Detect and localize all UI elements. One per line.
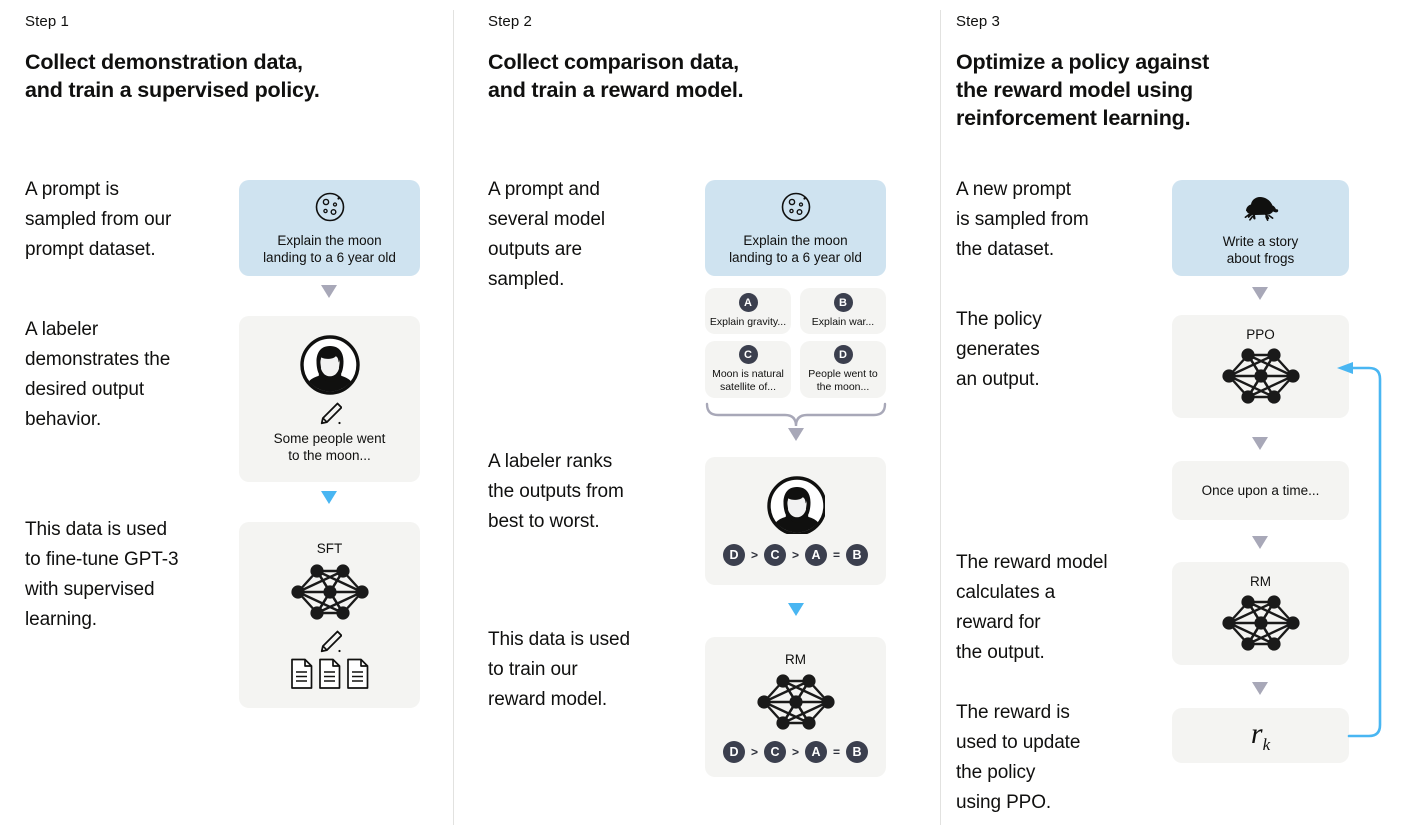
step-3-label: Step 3 bbox=[956, 13, 1000, 30]
arrow-prompt-to-ppo bbox=[1252, 287, 1268, 300]
moon-icon bbox=[315, 192, 344, 221]
option-text-c: Moon is natural satellite of... bbox=[712, 368, 784, 393]
step-2-column: Step 2 Collect comparison data, and trai… bbox=[453, 0, 940, 834]
step-3-text-3: The reward model calculates a reward for… bbox=[956, 552, 1108, 663]
arrow-output-to-rm bbox=[1252, 536, 1268, 549]
option-box-c[interactable]: C Moon is natural satellite of... bbox=[705, 341, 791, 398]
reward-feedback-loop bbox=[1337, 362, 1382, 738]
step-1-text-1: A prompt is sampled from our prompt data… bbox=[25, 179, 172, 260]
step-2-prompt-caption: Explain the moon landing to a 6 year old bbox=[729, 232, 862, 265]
labeler-avatar-icon bbox=[300, 335, 360, 395]
step-2-ranking-box[interactable]: D > C > A = B bbox=[705, 457, 886, 585]
sft-label: SFT bbox=[316, 540, 343, 556]
arrow-rm-to-reward bbox=[1252, 682, 1268, 695]
arrow-labeler-to-sft bbox=[321, 491, 337, 504]
column-divider-2 bbox=[940, 10, 941, 825]
step-2-prompt-box[interactable]: Explain the moon landing to a 6 year old bbox=[705, 180, 886, 276]
step-2-title: Collect comparison data, and train a rew… bbox=[488, 50, 744, 102]
arrow-ranking-to-rm bbox=[788, 603, 804, 616]
step-1-model-box[interactable]: SFT bbox=[239, 522, 420, 708]
step-3-prompt-box[interactable]: Write a story about frogs bbox=[1172, 180, 1349, 276]
step-3-text-4: The reward is used to update the policy … bbox=[956, 702, 1081, 813]
arrow-prompt-to-labeler bbox=[321, 285, 337, 298]
labeler-avatar-icon bbox=[767, 476, 825, 534]
documents-icon bbox=[290, 658, 370, 690]
step-3-prompt-caption: Write a story about frogs bbox=[1222, 234, 1299, 266]
arrow-options-to-ranking bbox=[788, 428, 804, 441]
rank-op-3: = bbox=[833, 744, 841, 759]
rank-badge-4: B bbox=[846, 544, 869, 566]
option-badge-a: A bbox=[738, 293, 758, 312]
step-1-text-3: This data is used to fine-tune GPT-3 wit… bbox=[25, 519, 179, 630]
step-3-text-1: A new prompt is sampled from the dataset… bbox=[956, 179, 1089, 260]
rank-op-2: > bbox=[791, 548, 799, 562]
step-3-reward-model-box[interactable]: RM bbox=[1172, 562, 1349, 665]
step-1-labeler-box[interactable]: Some people went to the moon... bbox=[239, 316, 420, 482]
rank-badge-3: A bbox=[805, 544, 827, 566]
step-3-text-2: The policy generates an output. bbox=[956, 309, 1042, 390]
option-text-b: Explain war... bbox=[811, 316, 875, 328]
ranking-row: D > C > A = B bbox=[722, 544, 869, 566]
rm-label: RM bbox=[785, 651, 806, 667]
neural-network-icon bbox=[289, 562, 370, 621]
rank-badge-1: D bbox=[722, 740, 745, 763]
pencil-icon bbox=[320, 402, 342, 425]
step-2-text-3: This data is used to train our reward mo… bbox=[488, 629, 630, 710]
step-3-output-caption: Once upon a time... bbox=[1201, 483, 1320, 498]
rank-op-2: > bbox=[791, 744, 799, 759]
neural-network-icon bbox=[755, 672, 836, 731]
rank-badge-1: D bbox=[722, 544, 745, 566]
rm-label: RM bbox=[1250, 573, 1271, 589]
option-box-d[interactable]: D People went to the moon... bbox=[800, 341, 886, 398]
reward-symbol-letter: r bbox=[1250, 716, 1263, 750]
rank-badge-2: C bbox=[763, 740, 786, 763]
reward-symbol-subscript: k bbox=[1262, 734, 1271, 754]
rank-op-1: > bbox=[750, 744, 758, 759]
rank-badge-3: A bbox=[805, 740, 827, 763]
rank-badge-2: C bbox=[763, 544, 786, 566]
step-2-text-1: A prompt and several model outputs are s… bbox=[488, 179, 605, 290]
step-1-text-2: A labeler demonstrates the desired outpu… bbox=[25, 319, 171, 430]
step-3-output-box[interactable]: Once upon a time... bbox=[1172, 461, 1349, 520]
step-3-title: Optimize a policy against the reward mod… bbox=[956, 50, 1210, 130]
step-2-label: Step 2 bbox=[488, 13, 532, 30]
ranking-row: D > C > A = B bbox=[722, 740, 869, 763]
rank-op-3: = bbox=[833, 548, 841, 562]
step-1-column: Step 1 Collect demonstration data, and t… bbox=[0, 0, 453, 834]
step-3-column: Step 3 Optimize a policy against the rew… bbox=[940, 0, 1406, 834]
step-2-text-2: A labeler ranks the outputs from best to… bbox=[488, 451, 624, 532]
pencil-icon bbox=[320, 630, 342, 653]
option-box-a[interactable]: A Explain gravity... bbox=[705, 288, 791, 334]
step-1-labeler-caption: Some people went to the moon... bbox=[273, 430, 386, 463]
rank-badge-4: B bbox=[846, 740, 869, 763]
step-1-prompt-caption: Explain the moon landing to a 6 year old bbox=[263, 232, 396, 265]
rank-op-1: > bbox=[750, 548, 758, 562]
step-2-reward-model-box[interactable]: RM D > C > A = B bbox=[705, 637, 886, 777]
option-box-b[interactable]: B Explain war... bbox=[800, 288, 886, 334]
option-text-a: Explain gravity... bbox=[709, 316, 787, 328]
reward-symbol: rk bbox=[1251, 717, 1270, 755]
step-1-label: Step 1 bbox=[25, 13, 69, 30]
step-3-reward-box[interactable]: rk bbox=[1172, 708, 1349, 763]
option-badge-d: D bbox=[833, 345, 853, 364]
step-1-title: Collect demonstration data, and train a … bbox=[25, 50, 320, 102]
option-text-d: People went to the moon... bbox=[808, 368, 878, 393]
option-badge-b: B bbox=[833, 293, 853, 312]
step-3-policy-box[interactable]: PPO bbox=[1172, 315, 1349, 418]
ppo-label: PPO bbox=[1246, 326, 1275, 342]
option-badge-c: C bbox=[738, 345, 758, 364]
arrow-ppo-to-output bbox=[1252, 437, 1268, 450]
step-1-prompt-box[interactable]: Explain the moon landing to a 6 year old bbox=[239, 180, 420, 276]
column-divider-1 bbox=[453, 10, 454, 825]
